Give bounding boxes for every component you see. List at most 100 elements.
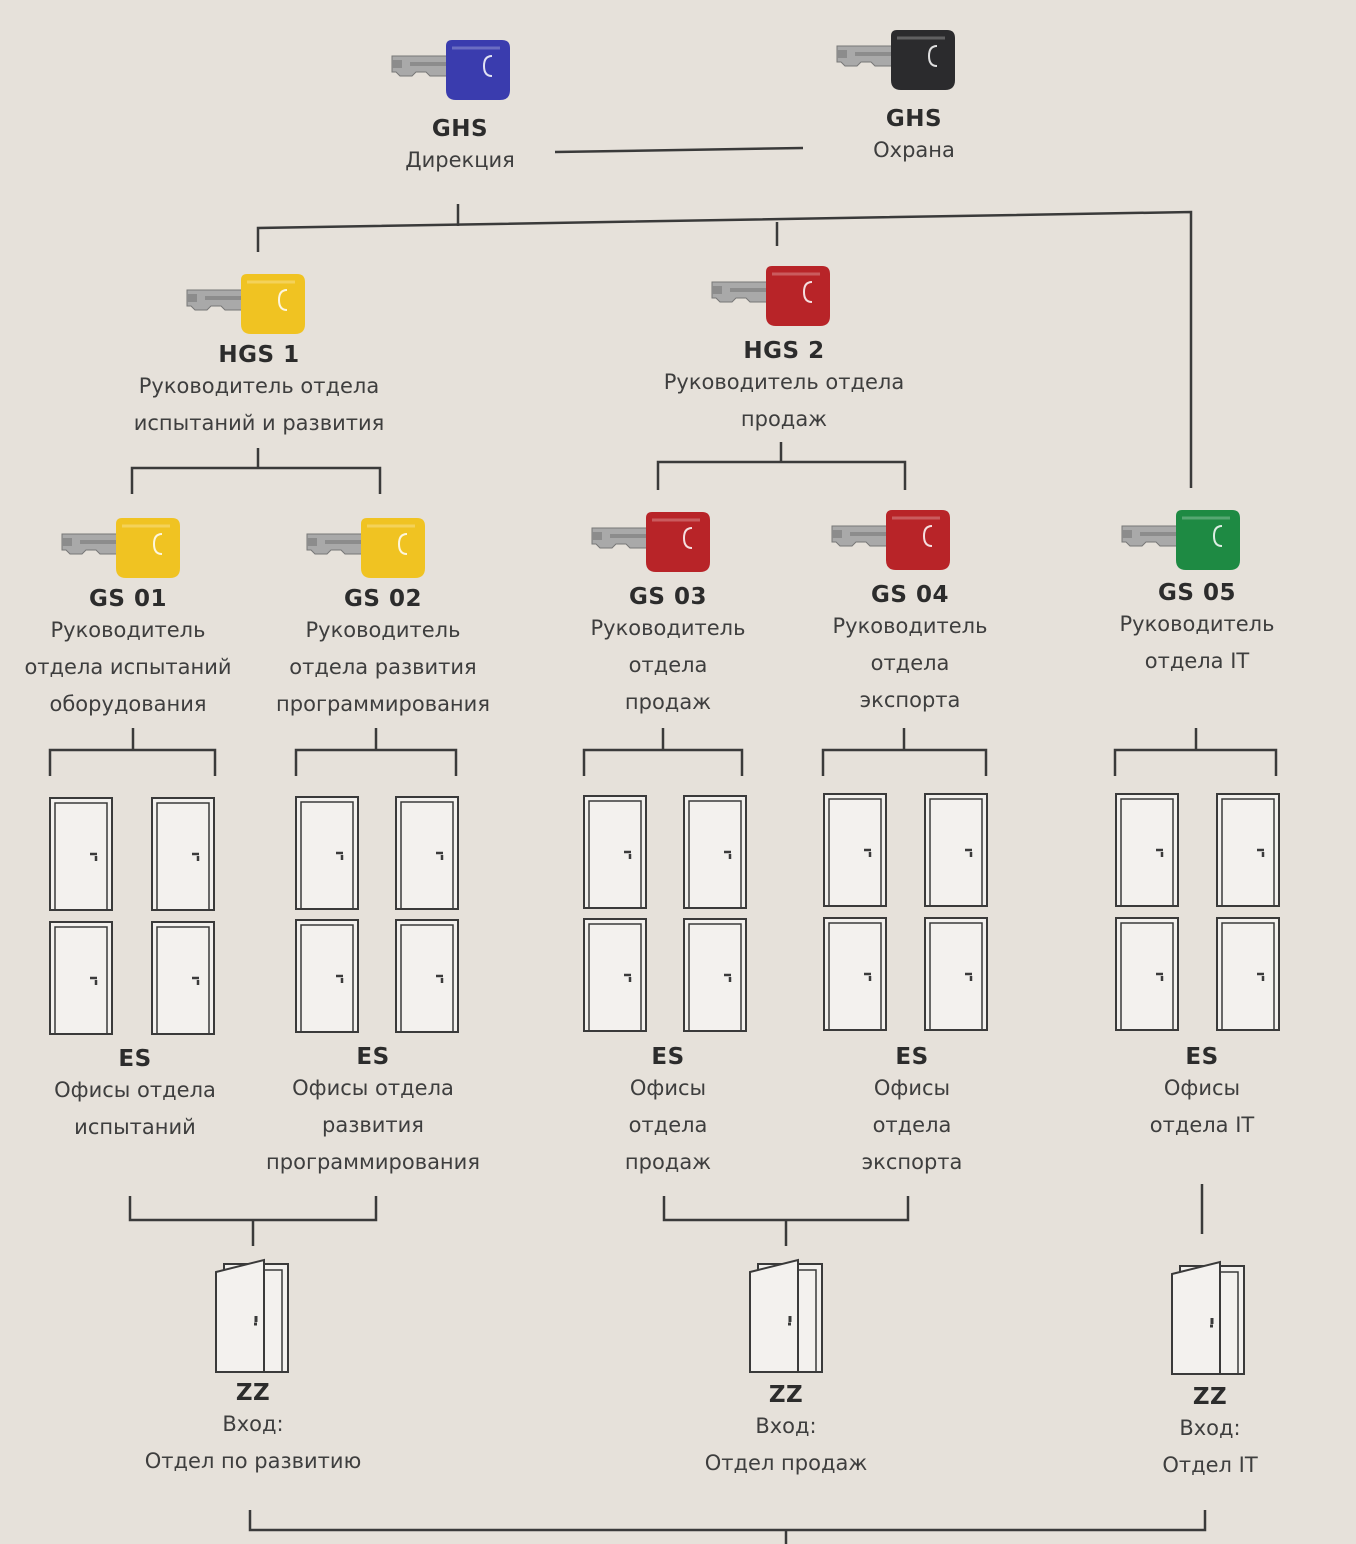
key-tip	[712, 286, 722, 294]
gs03-description-line: Руководитель	[590, 616, 746, 640]
key-tip	[837, 50, 847, 58]
entrance-door-icon-zz1	[215, 1258, 289, 1373]
es5-code: ES	[1185, 1044, 1219, 1070]
door-leaf	[54, 926, 108, 1035]
es5-description-line: отдела IT	[1149, 1113, 1255, 1137]
office-door-icon	[395, 796, 459, 910]
gs02-description-line: программирования	[276, 692, 490, 716]
key-groove	[205, 296, 245, 300]
ghs-direction-description-line: Дирекция	[405, 148, 515, 172]
entrance-door-icon-zz3	[1171, 1260, 1245, 1375]
key-hole	[927, 45, 938, 67]
es4-description-line: экспорта	[861, 1150, 963, 1174]
office-door-icon	[1115, 917, 1179, 1031]
door-handle	[336, 851, 344, 860]
office-door-icon	[683, 795, 747, 909]
door-leaf	[828, 798, 882, 907]
door-frame	[583, 918, 647, 1032]
door-frame	[1115, 793, 1179, 907]
office-door-icon	[295, 796, 359, 910]
door-handle	[1257, 848, 1265, 857]
office-door-icon	[683, 918, 747, 1032]
key-hole	[152, 533, 163, 555]
entrance-handle	[1210, 1318, 1214, 1328]
door-frame	[683, 918, 747, 1032]
gs04-doors-branch-line	[821, 748, 988, 776]
ghs-security-code: GHS	[885, 106, 943, 132]
key-head	[361, 518, 425, 578]
key-icon-gs03	[591, 512, 710, 572]
gs02-description-line: отдела развития	[289, 655, 477, 679]
door-leaf	[1120, 798, 1174, 907]
office-door-icon	[151, 921, 215, 1035]
door-handle	[192, 976, 200, 985]
hgs1-description-line: испытаний и развития	[133, 411, 385, 435]
gs02-doors-branch-line	[294, 748, 458, 776]
es2-description-line: развития	[322, 1113, 424, 1137]
es2-description-line: программирования	[266, 1150, 480, 1174]
gs03-code: GS 03	[629, 584, 707, 610]
key-head	[116, 518, 180, 578]
office-door-icon	[924, 917, 988, 1031]
door-handle	[864, 972, 872, 981]
door-handle	[965, 972, 973, 981]
entrance-open-leaf	[749, 1258, 799, 1373]
gs04-description-line: Руководитель	[832, 614, 988, 638]
door-leaf	[929, 798, 983, 907]
office-door-icon	[924, 793, 988, 907]
entrance-handle	[254, 1316, 258, 1326]
office-door-icon	[49, 797, 113, 911]
door-handle	[724, 850, 732, 859]
door-handle	[90, 976, 98, 985]
office-door-icon	[49, 921, 113, 1035]
entrance-open-leaf	[1171, 1260, 1221, 1375]
door-handle	[624, 850, 632, 859]
door-frame	[295, 919, 359, 1033]
door-handle	[436, 974, 444, 983]
gs01-doors-branch-line	[48, 748, 217, 776]
gs01-code: GS 01	[89, 586, 167, 612]
key-hole	[802, 281, 813, 303]
office-door-icon	[295, 919, 359, 1033]
es2-code: ES	[356, 1044, 390, 1070]
key-groove	[610, 534, 650, 538]
key-tip	[832, 530, 842, 538]
door-frame	[49, 797, 113, 911]
hgs1-description-line: Руководитель отдела	[138, 374, 380, 398]
key-icon-gs04	[831, 510, 950, 570]
door-handle	[1156, 848, 1164, 857]
key-hole	[397, 533, 408, 555]
gs05-description-line: Руководитель	[1119, 612, 1275, 636]
door-frame	[924, 917, 988, 1031]
zz2-description-line: Вход:	[755, 1414, 817, 1438]
key-hole	[1212, 525, 1223, 547]
key-icon-ghs-direction	[391, 40, 510, 100]
door-leaf	[828, 922, 882, 1031]
office-door-icon	[395, 919, 459, 1033]
door-handle	[965, 848, 973, 857]
office-door-icon	[583, 795, 647, 909]
key-hole	[922, 525, 933, 547]
hgs1-description: Руководитель отдела испытаний и развития	[134, 368, 385, 442]
key-groove	[850, 532, 890, 536]
office-door-icon	[823, 793, 887, 907]
es4-code: ES	[895, 1044, 929, 1070]
door-frame	[395, 796, 459, 910]
key-tip	[187, 294, 197, 302]
key-tip	[1122, 530, 1132, 538]
